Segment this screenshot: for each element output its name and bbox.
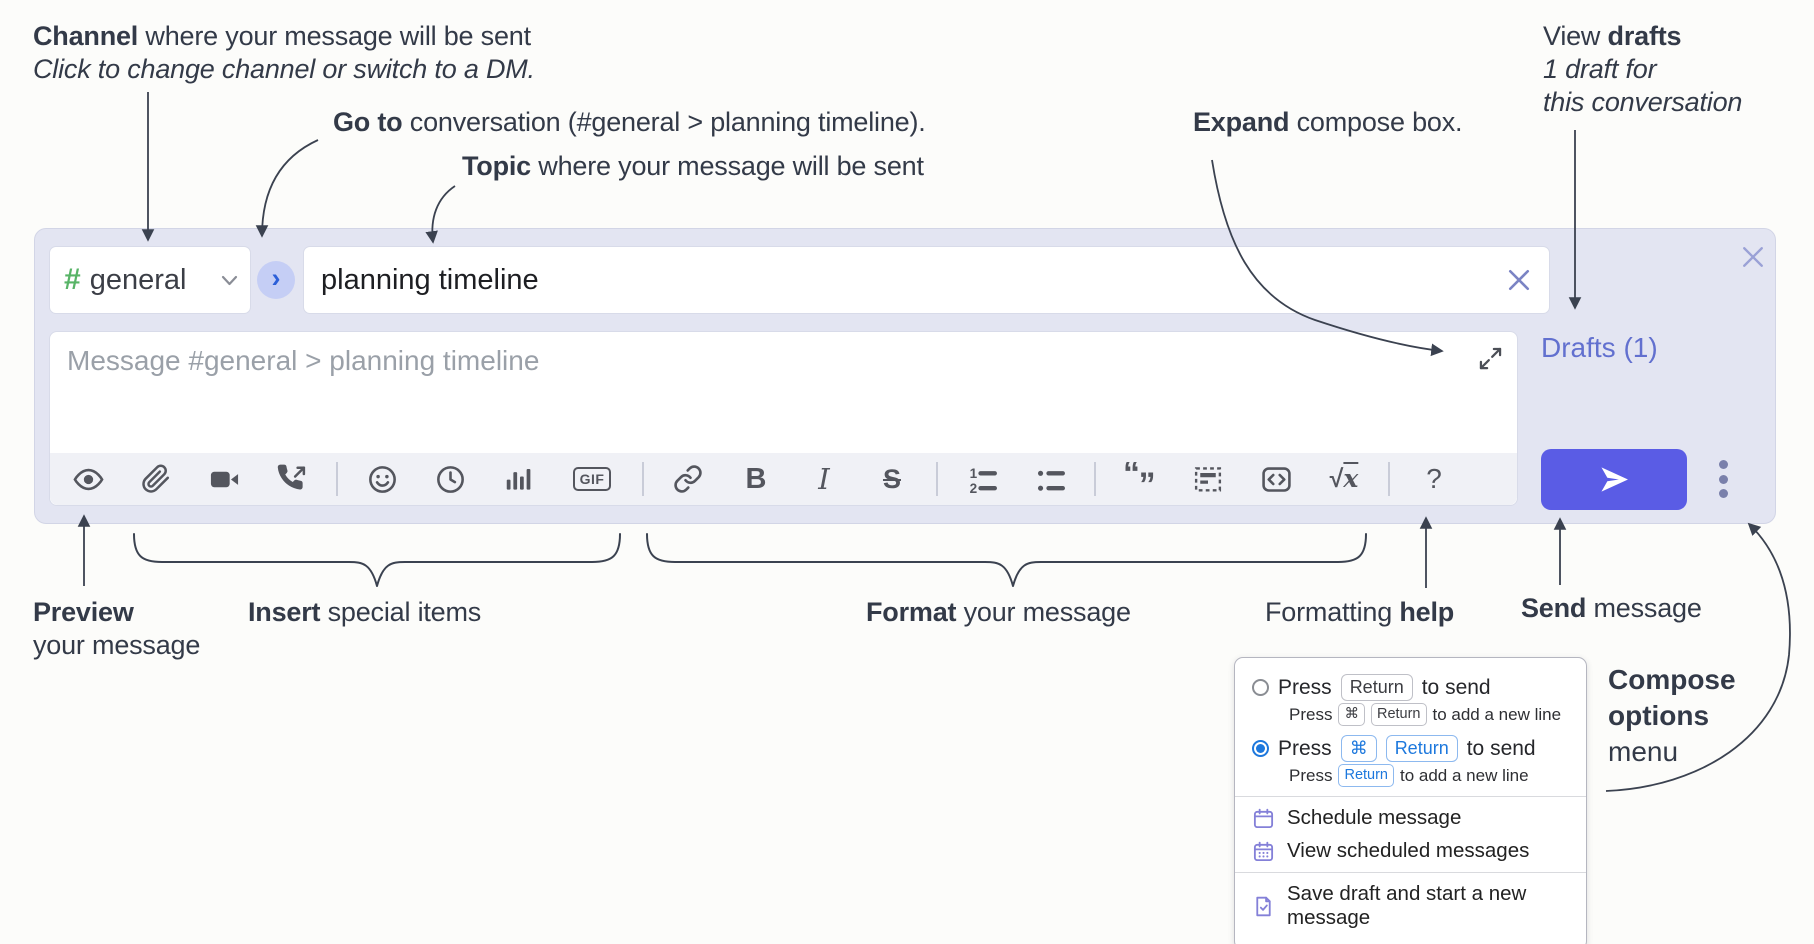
- svg-text:2: 2: [969, 481, 977, 495]
- radio-selected[interactable]: [1252, 740, 1269, 757]
- numbered-list-icon[interactable]: 1 2: [962, 457, 1002, 501]
- calendar-days-icon: [1252, 840, 1275, 863]
- toolbar-divider: [1094, 462, 1096, 496]
- strikethrough-icon[interactable]: S: [882, 463, 901, 494]
- preview-note: Preview your message: [33, 597, 201, 660]
- channel-hash-icon: #: [64, 263, 81, 296]
- italic-icon[interactable]: I: [818, 462, 830, 496]
- toolbar-divider: [642, 462, 644, 496]
- message-formatting-help-icon[interactable]: ?: [1426, 463, 1442, 494]
- compose-options-note: Compose options menu: [1608, 664, 1736, 767]
- menu-divider: [1235, 796, 1586, 797]
- cmd-key: ⌘: [1338, 703, 1365, 726]
- dot: [1718, 489, 1728, 498]
- compose-toolbar: GIF B I S 1 2: [50, 453, 1517, 505]
- channel-name: general: [89, 263, 187, 296]
- send-button[interactable]: [1541, 449, 1687, 510]
- enter-sends-subtext: Press ⌘ Return to add a new line: [1289, 703, 1569, 726]
- send-note: Send message: [1521, 593, 1702, 623]
- format-note: Format your message: [866, 597, 1131, 627]
- calendar-icon: [1252, 807, 1275, 830]
- option-text: to send: [1466, 736, 1536, 760]
- formatting-help-note: Formatting help: [1265, 597, 1455, 627]
- link-icon[interactable]: [668, 457, 708, 501]
- message-box: GIF B I S 1 2: [49, 331, 1518, 506]
- view-drafts-note: View drafts 1 draft for this conversatio…: [1543, 21, 1743, 117]
- insert-brace: [133, 533, 621, 587]
- chevron-right-icon: ›: [271, 263, 281, 293]
- schedule-message-item[interactable]: Schedule message: [1252, 806, 1569, 830]
- dot: [1718, 474, 1728, 484]
- format-brace: [646, 533, 1367, 587]
- compose-options-menu: Press Return to send Press ⌘ Return to a…: [1234, 657, 1587, 944]
- audio-call-icon[interactable]: [272, 457, 312, 501]
- go-to-conversation-button[interactable]: ›: [257, 261, 295, 299]
- clear-topic-icon[interactable]: [1504, 265, 1534, 295]
- dot: [1718, 460, 1728, 469]
- return-key: Return: [1340, 674, 1413, 701]
- chevron-down-icon: [221, 275, 238, 285]
- enter-sends-option[interactable]: Press Return to send: [1252, 674, 1569, 701]
- draft-check-icon: [1252, 895, 1275, 918]
- option-text: Press: [1278, 675, 1332, 699]
- compose-box: # general ›: [34, 228, 1776, 524]
- emoji-icon[interactable]: [362, 457, 402, 501]
- insert-note: Insert special items: [248, 597, 482, 627]
- return-key: Return: [1338, 764, 1394, 787]
- radio-unselected[interactable]: [1252, 679, 1269, 696]
- return-key: Return: [1370, 703, 1427, 726]
- save-draft-item[interactable]: Save draft and start a new message: [1252, 882, 1569, 930]
- video-call-icon[interactable]: [204, 457, 244, 501]
- svg-text:”: ”: [1139, 466, 1156, 496]
- topic-note: Topic where your message will be sent: [462, 151, 924, 181]
- svg-text:“: “: [1123, 462, 1140, 493]
- poll-icon[interactable]: [498, 457, 538, 501]
- attach-file-icon[interactable]: [136, 457, 176, 501]
- time-mention-icon[interactable]: [430, 457, 470, 501]
- go-to-note: Go to conversation (#general > planning …: [333, 107, 926, 137]
- option-text: Press: [1278, 736, 1332, 760]
- svg-text:1: 1: [969, 466, 977, 481]
- expand-note: Expand compose box.: [1193, 107, 1463, 137]
- menu-divider: [1235, 872, 1586, 873]
- gif-label: GIF: [572, 467, 612, 491]
- bold-icon[interactable]: B: [745, 462, 767, 495]
- close-compose-icon[interactable]: [1739, 243, 1767, 271]
- go-to-arrow: [255, 139, 319, 238]
- cmd-enter-sends-subtext: Press Return to add a new line: [1289, 764, 1569, 787]
- toolbar-divider: [936, 462, 938, 496]
- bulleted-list-icon[interactable]: [1030, 457, 1070, 501]
- quote-icon[interactable]: “ ”: [1120, 457, 1160, 501]
- option-text: to send: [1421, 675, 1491, 699]
- spoiler-icon[interactable]: [1188, 457, 1228, 501]
- toolbar-divider: [1388, 462, 1390, 496]
- cmd-enter-sends-option[interactable]: Press ⌘ Return to send: [1252, 735, 1569, 762]
- cmd-key: ⌘: [1340, 735, 1377, 762]
- message-input[interactable]: [50, 332, 1517, 448]
- topic-input[interactable]: [303, 246, 1550, 314]
- expand-compose-icon[interactable]: [1477, 345, 1504, 372]
- channel-note: Channel where your message will be sent …: [33, 21, 535, 84]
- channel-selector[interactable]: # general: [49, 246, 251, 314]
- return-key: Return: [1385, 735, 1458, 762]
- drafts-link[interactable]: Drafts (1): [1541, 332, 1658, 363]
- preview-icon[interactable]: [68, 457, 108, 501]
- gif-icon[interactable]: GIF: [566, 457, 618, 501]
- math-icon[interactable]: √x: [1329, 464, 1359, 493]
- topic-input-wrap: [303, 246, 1550, 314]
- toolbar-divider: [336, 462, 338, 496]
- code-icon[interactable]: [1256, 457, 1296, 501]
- view-scheduled-messages-item[interactable]: View scheduled messages: [1252, 839, 1569, 863]
- compose-options-button[interactable]: [1717, 460, 1729, 498]
- send-icon: [1600, 467, 1628, 492]
